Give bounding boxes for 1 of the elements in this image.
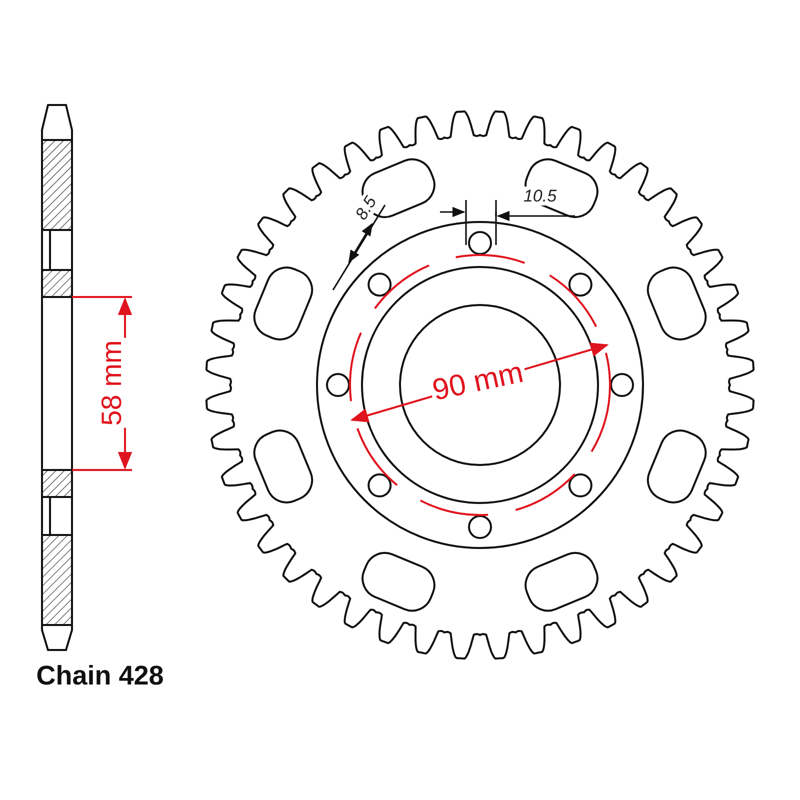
dimension-value: 10.5 xyxy=(521,186,559,206)
